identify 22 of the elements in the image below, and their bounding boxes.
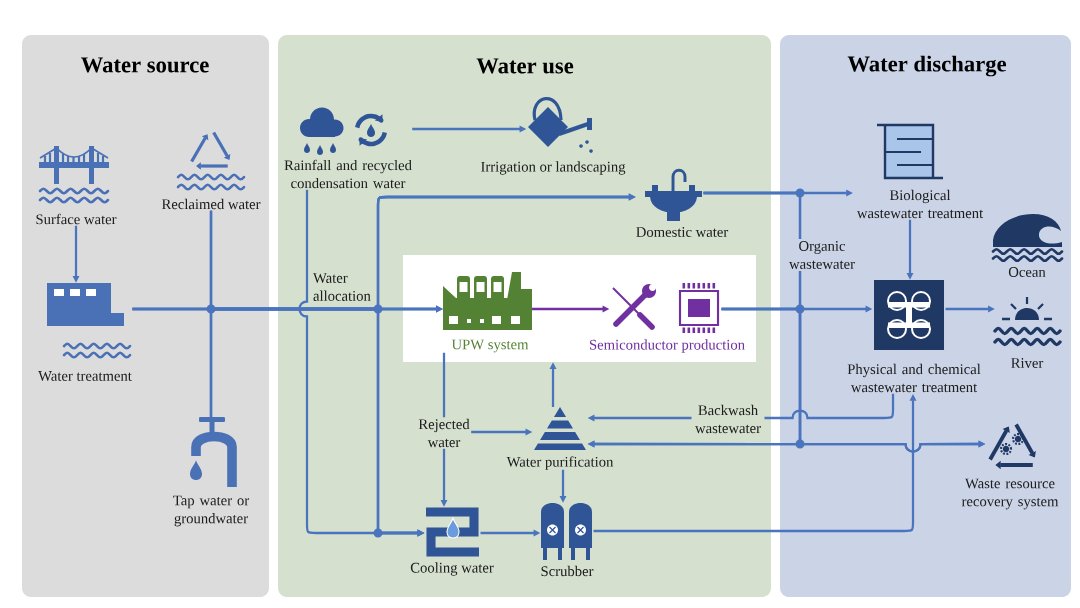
label: Irrigation or landscaping: [481, 161, 626, 175]
label: Scrubber: [541, 565, 594, 577]
label: Ocean: [1008, 267, 1046, 277]
label: Water purification: [506, 456, 614, 470]
label: Tap water or groundwater: [173, 495, 250, 527]
label: Surface water: [36, 213, 117, 225]
label: Rejected water: [418, 418, 470, 448]
connector-line: [442, 352, 446, 418]
edge-label: Organic wastewater: [785, 239, 859, 271]
label: Reclaimed water: [161, 198, 261, 210]
label: UPW system: [451, 339, 529, 353]
edge-label: Backwash wastewater: [691, 402, 765, 436]
label: Cooling water: [410, 562, 494, 576]
label: Waste resource recovery system: [961, 478, 1059, 510]
label: Biological wastewater treatment: [856, 189, 984, 219]
label: Physical and chemical wastewater treatment: [847, 363, 981, 393]
label: River: [1011, 358, 1044, 368]
label: Domestic water: [636, 227, 729, 237]
label: Water allocation: [313, 273, 371, 301]
label: Water treatment: [38, 371, 132, 381]
label: Semiconductor production: [590, 339, 745, 353]
label: Rainfall and recycled condensation water: [284, 159, 412, 189]
